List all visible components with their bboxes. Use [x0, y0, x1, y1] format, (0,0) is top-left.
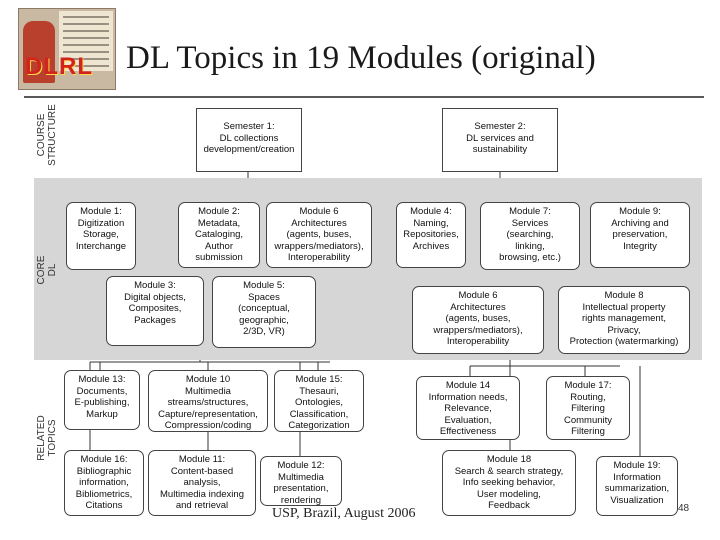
module-1-box: Module 1: Digitization Storage, Intercha… [66, 202, 136, 270]
module-14-box: Module 14 Information needs, Relevance, … [416, 376, 520, 440]
module-11-box: Module 11: Content-based analysis, Multi… [148, 450, 256, 516]
slide-title: DL Topics in 19 Modules (original) [126, 40, 596, 77]
title-rule [24, 96, 704, 98]
module-7-box: Module 7: Services (searching, linking, … [480, 202, 580, 270]
module-18-box: Module 18 Search & search strategy, Info… [442, 450, 576, 516]
module-4-box: Module 4: Naming, Repositories, Archives [396, 202, 466, 268]
module-6-box-a: Module 6 Architectures (agents, buses, w… [266, 202, 372, 268]
side-label-related: RELATED TOPICS [36, 408, 58, 468]
module-3-box: Module 3: Digital objects, Composites, P… [106, 276, 204, 346]
semester-1-box: Semester 1: DL collections development/c… [196, 108, 302, 172]
module-12-box: Module 12: Multimedia presentation, rend… [260, 456, 342, 506]
dlrl-logo: DLRL [18, 8, 116, 90]
module-10-box: Module 10 Multimedia streams/structures,… [148, 370, 268, 432]
semester-2-box: Semester 2: DL services and sustainabili… [442, 108, 558, 172]
page-number: 48 [678, 503, 689, 514]
slide-footer: USP, Brazil, August 2006 [272, 506, 416, 522]
module-9-box: Module 9: Archiving and preservation, In… [590, 202, 690, 268]
module-6-box-b: Module 6 Architectures (agents, buses, w… [412, 286, 544, 354]
module-8-box: Module 8 Intellectual property rights ma… [558, 286, 690, 354]
module-5-box: Module 5: Spaces (conceptual, geographic… [212, 276, 316, 348]
module-15-box: Module 15: Thesauri, Ontologies, Classif… [274, 370, 364, 432]
side-label-core: CORE DL [36, 240, 58, 300]
module-2-box: Module 2: Metadata, Cataloging, Author s… [178, 202, 260, 268]
module-17-box: Module 17: Routing, Filtering Community … [546, 376, 630, 440]
module-16-box: Module 16: Bibliographic information, Bi… [64, 450, 144, 516]
logo-text: DLRL [25, 53, 93, 81]
side-label-course-structure: COURSE STRUCTURE [36, 102, 58, 168]
module-13-box: Module 13: Documents, E-publishing, Mark… [64, 370, 140, 430]
module-19-box: Module 19: Information summarization, Vi… [596, 456, 678, 516]
